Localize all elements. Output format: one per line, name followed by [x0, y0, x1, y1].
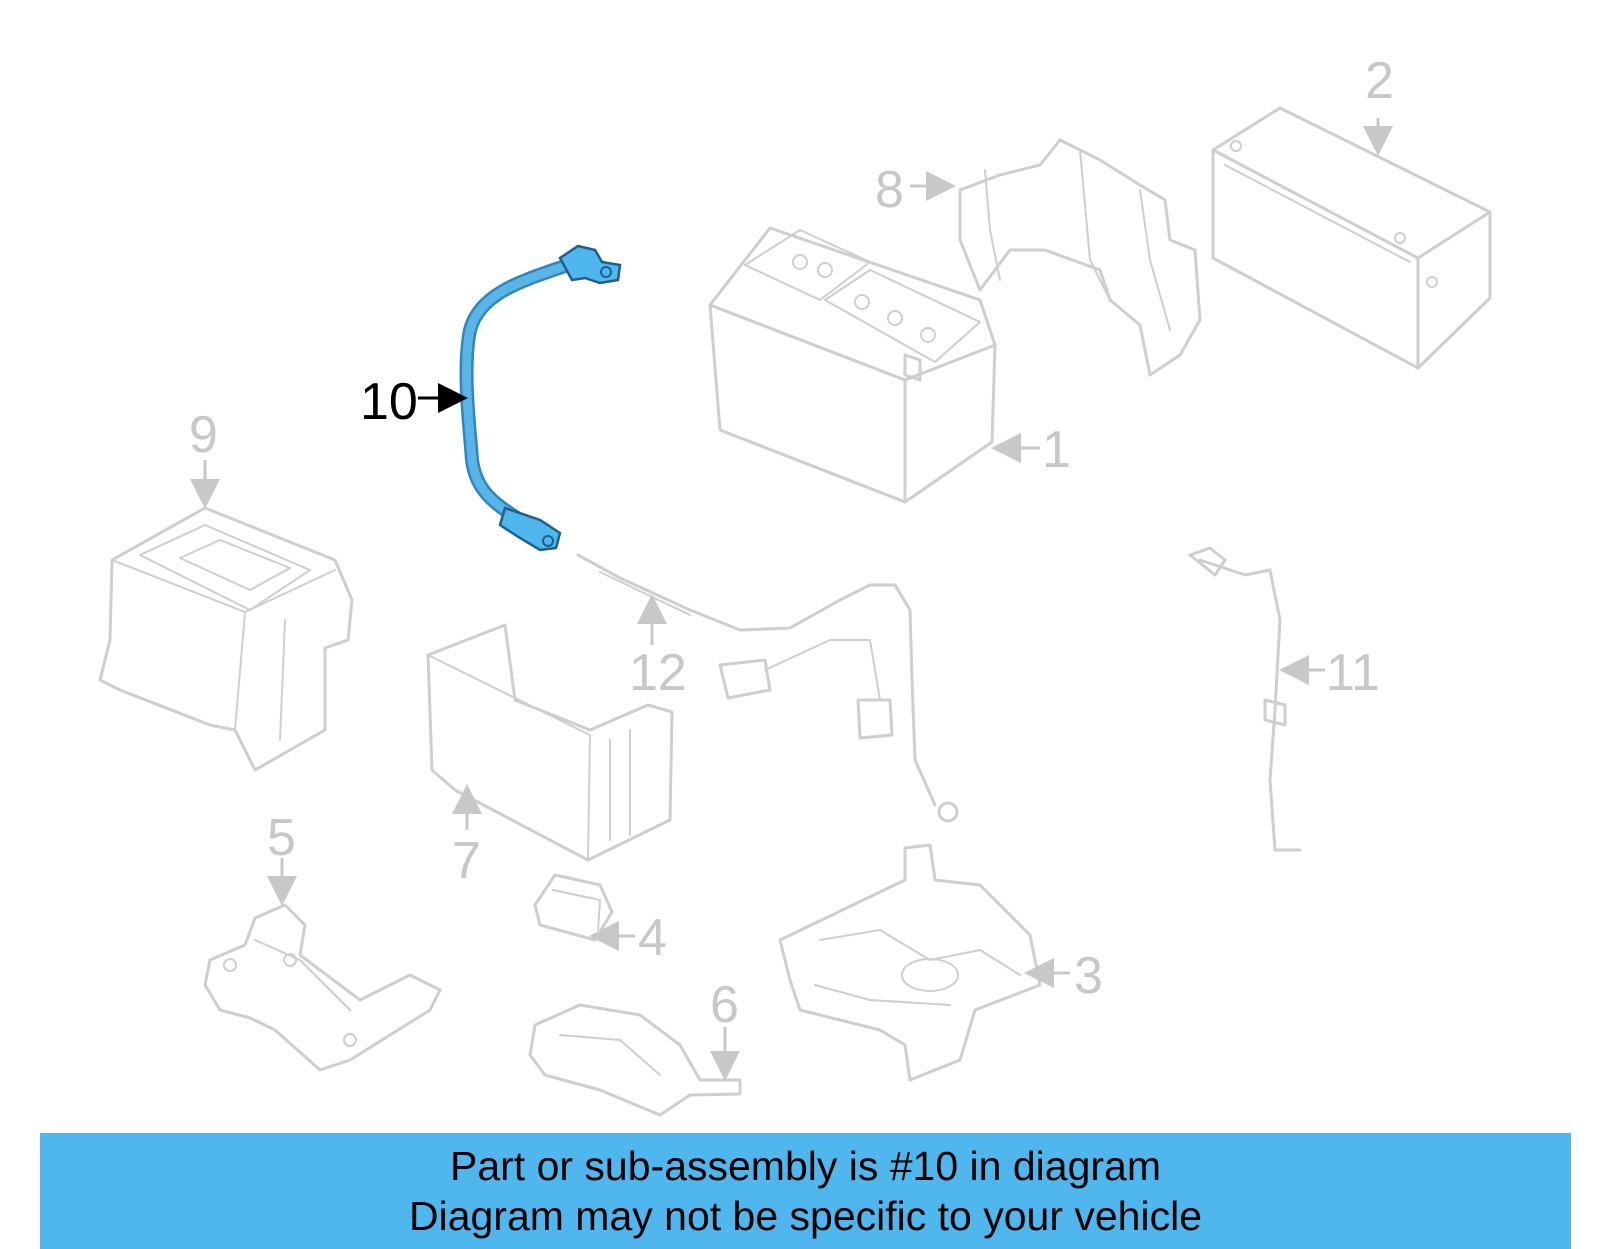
part-5-bracket [203, 903, 442, 1072]
part-2-battery-cover [1211, 106, 1492, 370]
part-3-tray-base [778, 843, 1042, 1082]
callout-label-7: 7 [452, 832, 481, 890]
callout-label-4: 4 [638, 909, 667, 967]
part-7-battery-tray [426, 623, 674, 862]
callout-label-9: 9 [189, 406, 218, 464]
callout-label-5: 5 [267, 809, 296, 867]
part-12-cable-harness [576, 553, 959, 823]
callout-label-11: 11 [1326, 644, 1380, 702]
callout-label-12: 12 [629, 644, 687, 702]
callout-label-6: 6 [710, 976, 739, 1034]
part-4-clamp [533, 873, 614, 942]
callout-label-3: 3 [1074, 947, 1103, 1005]
part-1-battery [708, 226, 997, 504]
callout-label-10: 10 [360, 373, 418, 431]
part-6-hold-down [528, 1003, 742, 1117]
part-8-bracket [958, 138, 1202, 377]
info-banner: Part or sub-assembly is #10 in diagram D… [40, 1133, 1571, 1249]
callout-label-8: 8 [875, 161, 904, 219]
part-9-battery-tray-cover [98, 506, 354, 772]
part-10-cable-highlighted[interactable] [459, 244, 622, 552]
callout-label-2: 2 [1365, 52, 1394, 110]
banner-line-1: Part or sub-assembly is #10 in diagram [450, 1143, 1161, 1189]
callout-label-1: 1 [1042, 421, 1071, 479]
part-11-cable [1188, 546, 1302, 852]
banner-line-2: Diagram may not be specific to your vehi… [408, 1193, 1202, 1239]
